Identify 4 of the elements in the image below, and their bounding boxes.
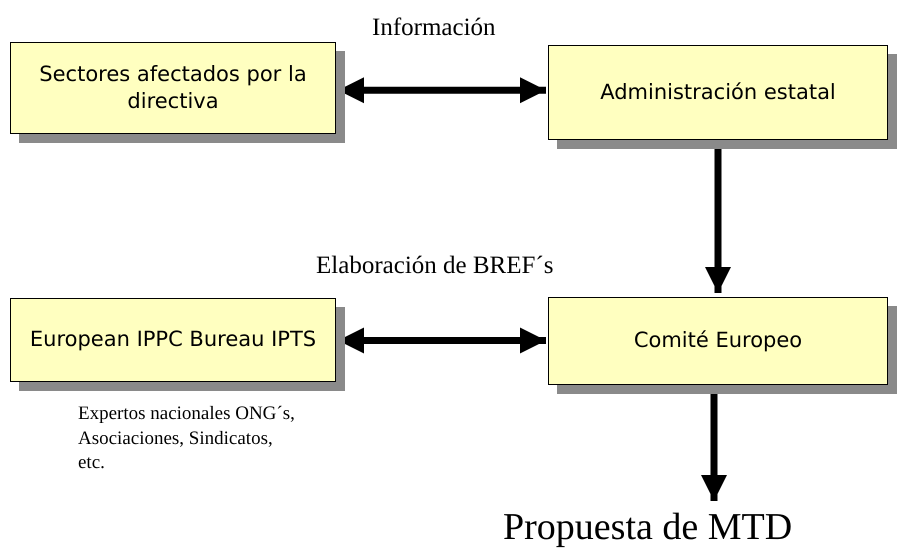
edge-label: Elaboración de BREF´s <box>316 252 554 280</box>
edge-label: Información <box>372 14 496 42</box>
note-text: Expertos nacionales ONG´s, Asociaciones, Sindicatos, etc. <box>78 402 296 476</box>
result-text: Propuesta de MTD <box>503 505 792 549</box>
